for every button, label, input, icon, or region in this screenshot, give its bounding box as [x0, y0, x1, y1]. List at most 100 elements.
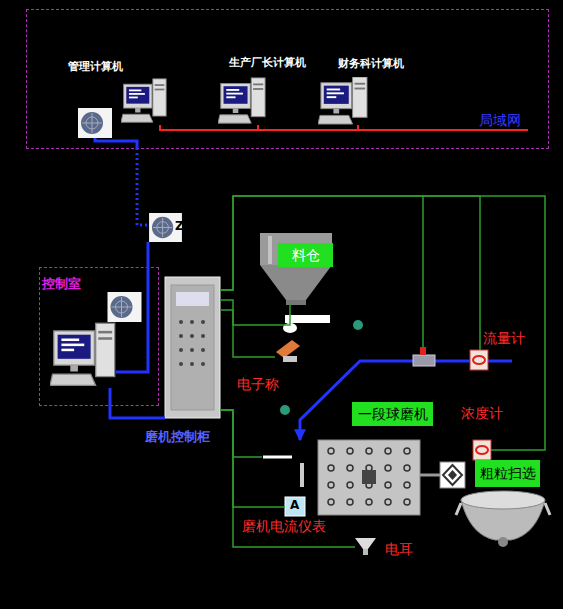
- computer-icon: [218, 78, 265, 123]
- node-label: 一段球磨机: [352, 402, 433, 426]
- control-room: 控制室: [40, 268, 158, 405]
- connector: [220, 310, 275, 357]
- cabinet-button: [179, 320, 183, 324]
- router-node: Z: [148, 213, 183, 242]
- node-label: 电耳: [385, 541, 413, 557]
- cabinet-button: [201, 348, 205, 352]
- symbol-label: A: [290, 499, 299, 513]
- mill-hub: [362, 470, 376, 484]
- density-meter-icon: [473, 440, 491, 460]
- status-dot: [353, 320, 363, 330]
- classifier-icon: [440, 462, 465, 488]
- network-wire: [116, 268, 148, 372]
- router-icon: [108, 292, 142, 322]
- control-cabinet: 磨机控制柜: [165, 277, 220, 418]
- flowmeter-dial: [473, 356, 485, 364]
- electric-ear-icon: [355, 538, 376, 549]
- flowmeter-icon: [470, 350, 488, 370]
- pulp-pipe: [488, 360, 512, 363]
- mill-body: [318, 440, 420, 515]
- computer-node: 管理计算机: [121, 77, 167, 125]
- node-label: 生产厂长计算机: [229, 57, 306, 70]
- mill-bolts: [318, 440, 420, 515]
- separator-rim: [461, 491, 545, 509]
- flowmeter-node: 流量计: [470, 350, 488, 370]
- lan-line: [358, 129, 528, 131]
- node-label: 流量计: [483, 330, 525, 346]
- separator-arm: [456, 503, 550, 515]
- classifier-diamond: [443, 465, 462, 485]
- router-icon: [78, 108, 112, 138]
- node-label: Z: [175, 220, 184, 234]
- connector: [137, 148, 148, 225]
- cabinet-panel: [171, 285, 214, 410]
- computer-node: 财务科计算机: [318, 77, 368, 125]
- connector: [220, 300, 290, 325]
- computer-node: 生产厂长计算机: [218, 77, 266, 125]
- feed-chute: [263, 456, 292, 459]
- hopper-stripe: [268, 236, 272, 264]
- node-label: 控制室: [42, 277, 81, 292]
- connector: [160, 125, 258, 130]
- classifier-diamond: [448, 470, 457, 480]
- feeder-bar: [285, 315, 330, 323]
- scale-node: 电子称: [275, 340, 305, 365]
- cabinet-button: [201, 334, 205, 338]
- valve-icon: [413, 355, 435, 366]
- density-meter-node: 浓度计: [473, 440, 491, 460]
- node-label: 局域网: [479, 112, 521, 128]
- classifier-node: 粗粒扫选: [440, 460, 550, 546]
- network-wire: [95, 138, 137, 148]
- connector: [220, 196, 480, 350]
- valve-handle: [420, 347, 426, 355]
- connector: [220, 410, 355, 547]
- feed-chute-post: [300, 463, 304, 487]
- node-label: 财务科计算机: [338, 58, 404, 71]
- status-dot: [280, 405, 290, 415]
- signal-wire: [422, 196, 424, 347]
- hopper-node: 料仓: [258, 233, 333, 303]
- cabinet-button: [190, 334, 194, 338]
- feeder-oval: [283, 323, 297, 333]
- cabinet-body: [165, 277, 220, 418]
- connector: [220, 410, 285, 507]
- connector: [147, 242, 150, 268]
- computer-icon: [318, 77, 367, 124]
- cabinet-button: [179, 362, 183, 366]
- electric-ear-node: 电耳: [355, 538, 375, 556]
- node-label: 电子称: [237, 376, 279, 392]
- cabinet-button: [179, 334, 183, 338]
- node-label: 粗粒扫选: [475, 460, 540, 487]
- hopper-outlet: [286, 300, 306, 305]
- node-label: 浓度计: [461, 405, 503, 421]
- node-label: 料仓: [278, 243, 333, 267]
- connector: [258, 125, 358, 130]
- cabinet-button: [190, 320, 194, 324]
- computer-icon: [121, 79, 166, 122]
- network-wire: [109, 388, 112, 405]
- cabinet-button: [190, 362, 194, 366]
- cabinet-button: [179, 348, 183, 352]
- node-label: 磨机电流仪表: [242, 518, 326, 534]
- connector: [300, 361, 470, 440]
- connector: [220, 196, 545, 450]
- scale-icon: [276, 340, 300, 358]
- ball-mill: 一段球磨机: [262, 440, 420, 515]
- cabinet-button: [190, 348, 194, 352]
- lan-group: 局域网管理计算机生产厂长计算机财务科计算机: [27, 10, 548, 148]
- computer-icon: [50, 323, 115, 385]
- ammeter-icon: [285, 497, 305, 516]
- node-label: 管理计算机: [68, 61, 123, 74]
- scale-base: [283, 356, 297, 362]
- connector: [110, 405, 165, 418]
- hopper-cone: [260, 265, 332, 300]
- electric-ear-stem: [363, 549, 368, 555]
- connector: [420, 474, 440, 477]
- density-meter-dial: [476, 446, 488, 454]
- node-label: 磨机控制柜: [145, 430, 210, 445]
